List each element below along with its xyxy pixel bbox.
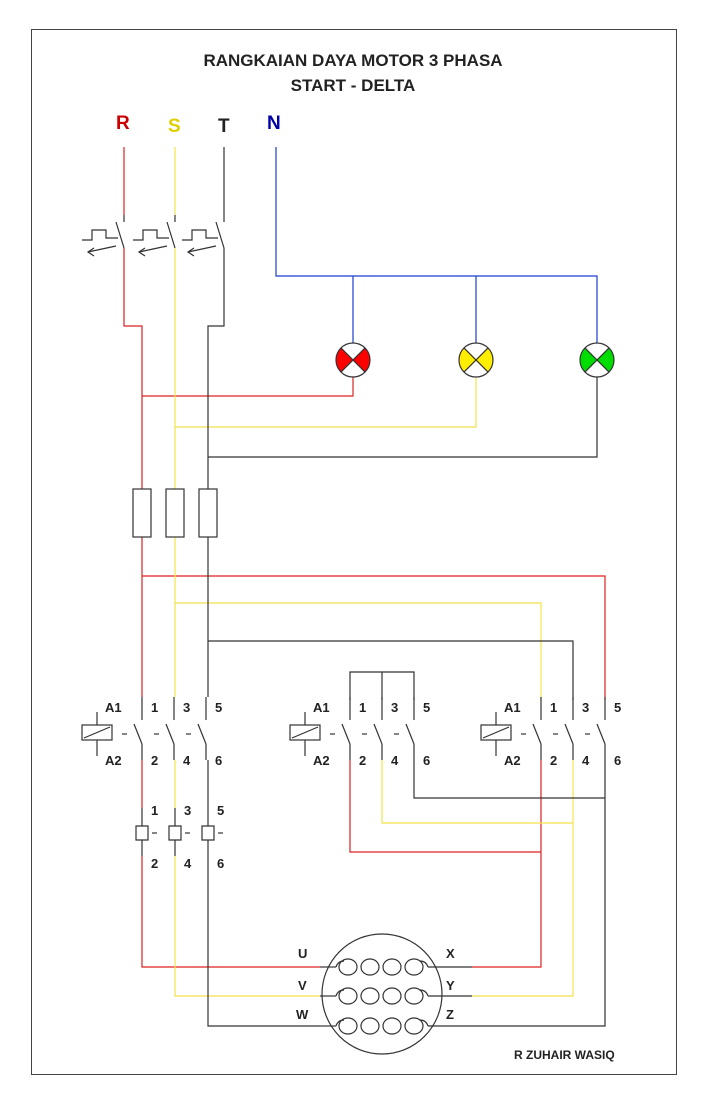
terminal-bottom: 4 [183,753,191,768]
indicator-lamps [335,342,615,378]
lamp-green [579,342,615,378]
coil-a2-label: A2 [105,753,122,768]
coil-a1-label: A1 [313,700,330,715]
terminal-x: X [446,946,455,961]
terminal-w: W [296,1007,309,1022]
terminal-v: V [298,978,307,993]
breaker-pole-s [133,215,176,257]
fuses [132,488,218,538]
terminal-bottom: 2 [151,753,158,768]
phase-label-r: R [116,113,130,134]
overload-pole [201,808,223,856]
breaker-pole-r [82,215,125,257]
overload-terminal-top: 3 [184,803,191,818]
terminal-top: 3 [582,700,589,715]
winding-3 [320,1017,472,1035]
lamp-yellow [458,342,494,378]
diagram-frame [31,29,677,1075]
phase-label-n: N [267,113,281,134]
fuse-t [198,488,218,538]
terminal-z: Z [446,1007,454,1022]
terminal-top: 1 [550,700,557,715]
overload-terminal-bottom: 4 [184,856,192,871]
terminal-top: 5 [215,700,222,715]
terminal-top: 1 [151,700,158,715]
terminal-u: U [298,946,307,961]
terminal-bottom: 2 [359,753,366,768]
overload-pole [135,808,157,856]
wire-t [207,147,606,1027]
phase-label-t: T [218,116,230,137]
diagram-title: RANGKAIAN DAYA MOTOR 3 PHASA [203,51,503,70]
overload-terminal-bottom: 6 [217,856,224,871]
terminal-bottom: 4 [582,753,590,768]
wire-n [275,147,598,343]
terminal-top: 5 [423,700,430,715]
coil-a1-label: A1 [105,700,122,715]
motor-windings [320,958,472,1035]
overload-terminal-top: 1 [151,803,158,818]
breaker-pole-t [182,215,225,257]
diagram-subtitle: START - DELTA [290,76,416,95]
motor-housing [321,933,443,1055]
terminal-top: 1 [359,700,366,715]
wire-r [123,147,606,968]
terminal-top: 5 [614,700,621,715]
phase-label-s: S [168,116,181,137]
motor: U V W X Y Z [296,933,472,1055]
terminal-bottom: 4 [391,753,399,768]
overload-terminal-bottom: 2 [151,856,158,871]
coil-a2-label: A2 [313,753,330,768]
terminal-bottom: 6 [614,753,621,768]
circuit-breaker [82,215,225,257]
fuse-r [132,488,152,538]
terminal-bottom: 6 [215,753,222,768]
coil-a2-label: A2 [504,753,521,768]
terminal-top: 3 [391,700,398,715]
winding-1 [320,958,472,976]
lamp-red [335,342,371,378]
winding-2 [320,987,472,1005]
terminal-y: Y [446,978,455,993]
overload-relay: 1 2 3 4 5 6 [135,803,224,871]
author-credit: R ZUHAIR WASIQ [514,1048,615,1062]
coil-a1-label: A1 [504,700,521,715]
terminal-bottom: 6 [423,753,430,768]
overload-pole [168,808,190,856]
wire-s [174,147,574,997]
fuse-s [165,488,185,538]
terminal-bottom: 2 [550,753,557,768]
terminal-top: 3 [183,700,190,715]
overload-terminal-top: 5 [217,803,224,818]
